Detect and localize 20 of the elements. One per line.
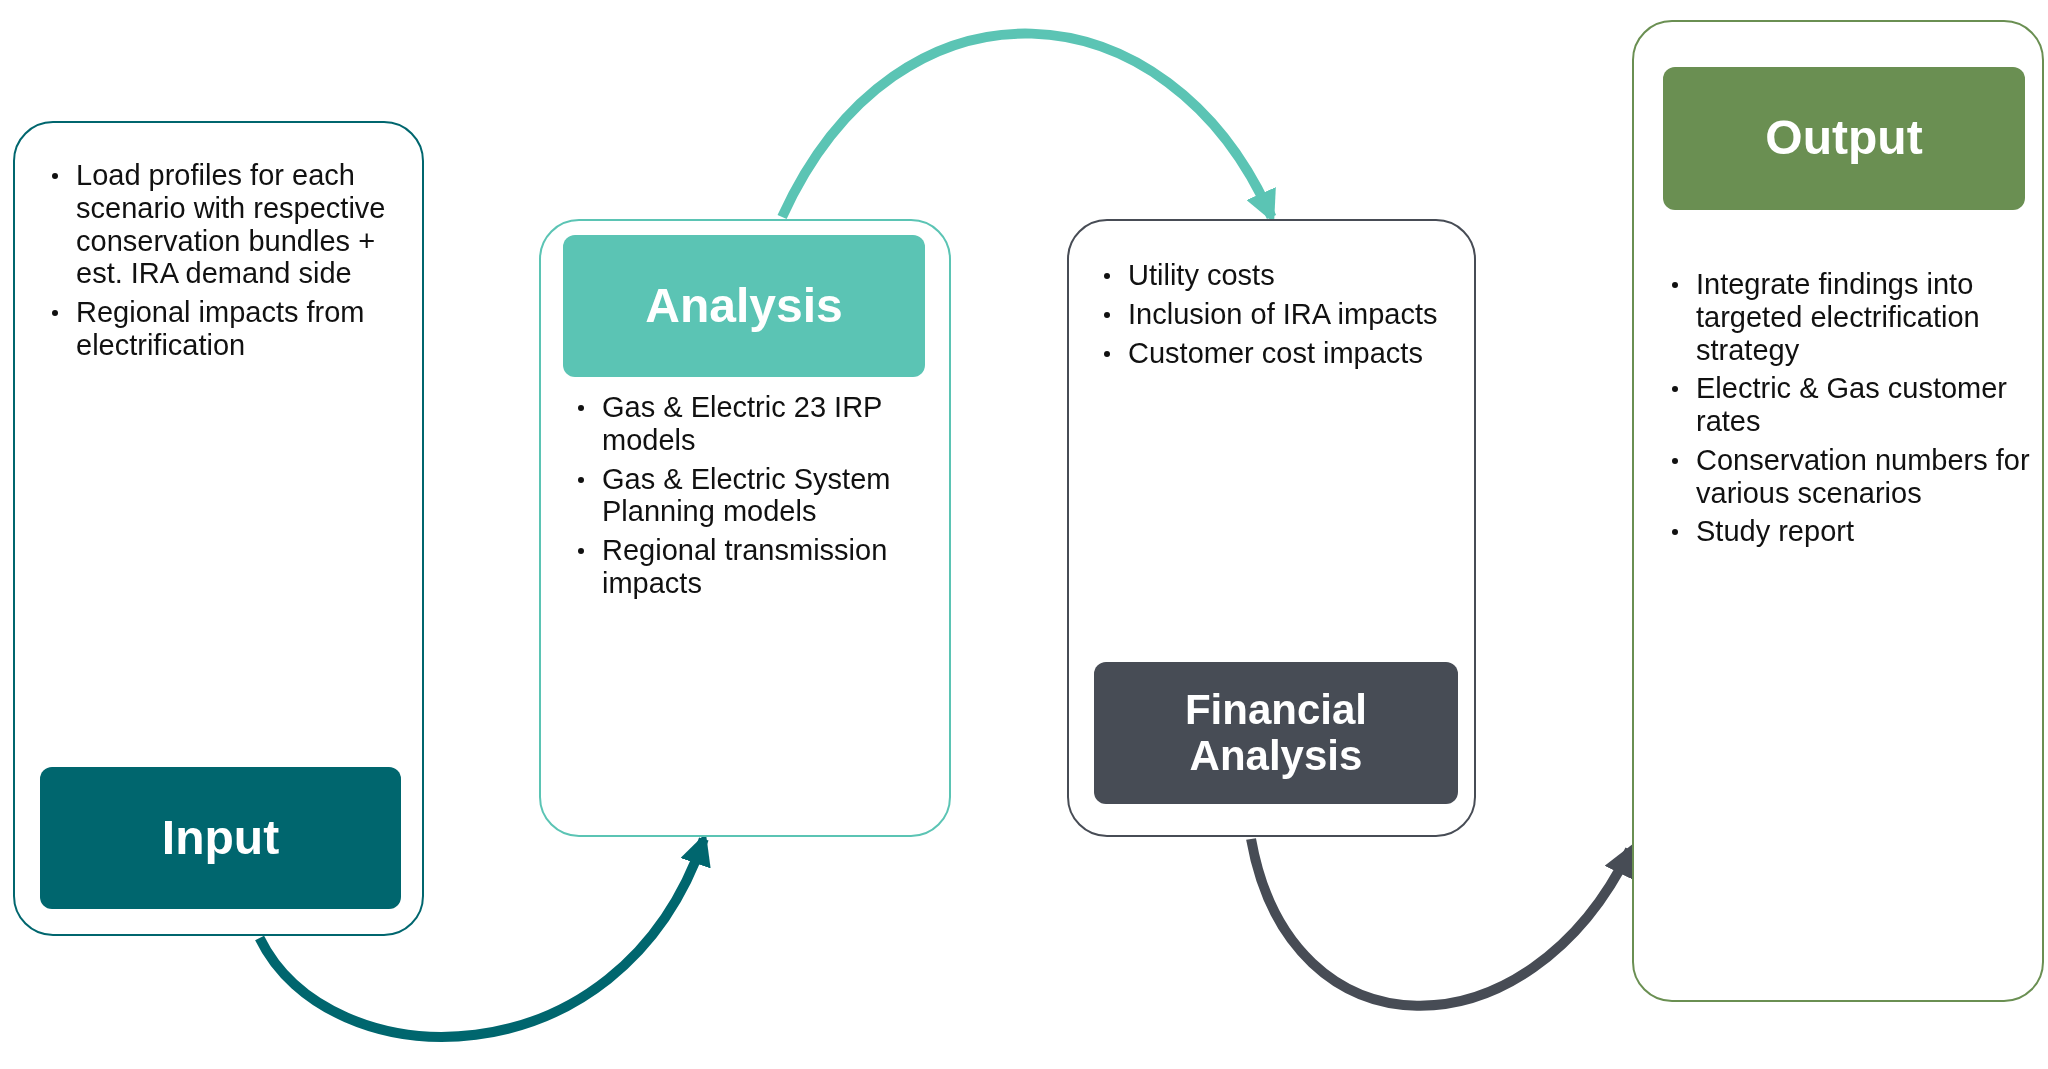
stage-header: Output bbox=[1663, 67, 2025, 210]
stage-card bbox=[1632, 20, 2044, 1002]
bullet-text: Gas & Electric System Planning models bbox=[576, 462, 946, 529]
bullet-text: Customer cost impacts bbox=[1102, 336, 1452, 370]
bullet-text: Study report bbox=[1670, 515, 2040, 549]
stage-header: Financial Analysis bbox=[1094, 662, 1458, 804]
bullet-text: Gas & Electric 23 IRP models bbox=[576, 391, 946, 457]
bullet-text: Integrate findings into targeted electrification strategy bbox=[1670, 268, 2040, 367]
stage-header: Analysis bbox=[563, 235, 925, 377]
bullet-text: Inclusion of IRA impacts bbox=[1102, 297, 1452, 331]
stage-card bbox=[13, 121, 424, 936]
bullet-text: Conservation numbers for various scenarios bbox=[1670, 443, 2040, 510]
stage-header: Input bbox=[40, 767, 401, 909]
bullet-text: Load profiles for each scenario with respective conservation bundles + est. IRA demand side bbox=[50, 159, 410, 291]
bullet-text: Regional impacts from electrification bbox=[50, 296, 410, 362]
bullet-text: Regional transmission impacts bbox=[576, 534, 946, 600]
stage-card bbox=[1067, 219, 1476, 837]
stage-card bbox=[539, 219, 951, 837]
bullet-text: Utility costs bbox=[1102, 259, 1452, 292]
bullet-text: Electric & Gas customer rates bbox=[1670, 372, 2040, 438]
